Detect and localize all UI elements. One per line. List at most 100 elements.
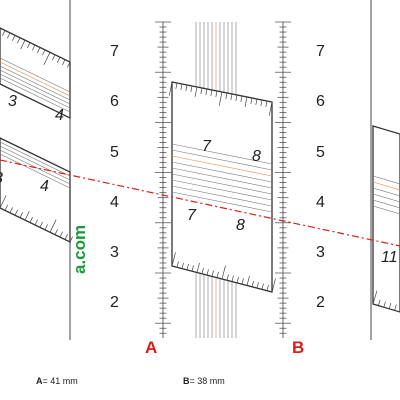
ruler-tick bbox=[24, 210, 30, 221]
ruler-tick bbox=[176, 261, 179, 268]
ruler-middle-top-ticks bbox=[168, 81, 273, 116]
ruler-tick bbox=[235, 94, 238, 101]
hatch-line bbox=[171, 155, 273, 177]
ruler-tick bbox=[244, 96, 248, 107]
ruler-middle-upper-label-8: 8 bbox=[252, 148, 261, 165]
ruler-tick bbox=[12, 35, 16, 41]
ruler-tick bbox=[194, 86, 198, 97]
scale-a-label-4: 4 bbox=[110, 194, 119, 211]
ruler-tick bbox=[175, 82, 178, 89]
measurement-b: B= 38 mm bbox=[183, 376, 225, 386]
hatch-line bbox=[0, 145, 71, 181]
ruler-tick bbox=[52, 54, 56, 61]
measurement-a: A= 41 mm bbox=[36, 376, 78, 386]
ruler-left-lower: 3 4 bbox=[0, 137, 73, 244]
ruler-tick bbox=[260, 99, 263, 106]
ruler-tick bbox=[19, 212, 23, 218]
marker-a: A bbox=[145, 338, 158, 357]
ruler-left-upper-label-4: 4 bbox=[55, 107, 64, 124]
ruler-tick bbox=[39, 221, 43, 228]
hatch-line bbox=[171, 161, 273, 183]
ruler-middle: 7 8 7 8 bbox=[168, 81, 276, 293]
ruler-tick bbox=[240, 95, 243, 102]
scale-b-label-6: 6 bbox=[316, 93, 325, 110]
reference-line bbox=[0, 159, 400, 247]
ruler-tick bbox=[226, 274, 229, 281]
ruler-tick bbox=[67, 61, 71, 68]
ruler-left-lower-ticks bbox=[0, 195, 73, 243]
ruler-tick bbox=[383, 301, 386, 308]
ruler-tick bbox=[236, 277, 239, 283]
ruler-tick bbox=[27, 42, 31, 49]
ruler-tick bbox=[0, 195, 7, 209]
ruler-tick bbox=[388, 302, 392, 309]
ruler-tick bbox=[196, 262, 200, 273]
scale-a-label-2: 2 bbox=[110, 294, 119, 311]
ruler-middle-bottom-ticks bbox=[171, 252, 276, 293]
ruler-tick bbox=[34, 219, 38, 226]
ruler-tick bbox=[9, 207, 13, 214]
ruler-tick bbox=[190, 85, 193, 92]
ruler-tick bbox=[42, 49, 46, 56]
ruler-tick bbox=[201, 267, 204, 274]
ruler-tick bbox=[200, 87, 203, 94]
hatch-line bbox=[372, 193, 400, 203]
ruler-tick bbox=[69, 236, 73, 243]
ruler-tick bbox=[210, 89, 213, 96]
watermark-text: a.com bbox=[70, 224, 89, 274]
ruler-tick bbox=[261, 283, 264, 290]
ruler-tick bbox=[62, 59, 66, 66]
ruler-middle-lower-label-7: 7 bbox=[187, 207, 197, 224]
ruler-tick bbox=[225, 92, 228, 99]
scale-a-label-7: 7 bbox=[110, 43, 119, 60]
ruler-tick bbox=[59, 231, 63, 238]
ruler-tick bbox=[14, 209, 18, 216]
hatch-line bbox=[0, 57, 71, 93]
ruler-tick bbox=[211, 270, 214, 277]
ruler-tick bbox=[241, 278, 244, 285]
hatch-line bbox=[171, 179, 273, 201]
ruler-tick bbox=[54, 229, 58, 235]
hatch-line bbox=[372, 181, 400, 191]
hatch-line bbox=[372, 199, 400, 209]
ruler-tick bbox=[20, 39, 26, 50]
hatch-line bbox=[0, 153, 71, 189]
ruler-tick bbox=[181, 262, 184, 269]
ruler-tick bbox=[205, 88, 208, 95]
ruler-tick bbox=[231, 275, 234, 282]
ruler-tick bbox=[265, 100, 268, 107]
ruler-tick bbox=[2, 30, 6, 36]
ruler-tick bbox=[4, 204, 8, 211]
vertical-scale-a bbox=[155, 21, 171, 338]
ruler-left-upper-ticks bbox=[0, 28, 71, 68]
hatch-line bbox=[171, 143, 273, 165]
ruler-right-hatch bbox=[372, 175, 400, 215]
ruler-tick bbox=[215, 90, 218, 97]
measurement-b-label: B bbox=[183, 376, 190, 386]
hatch-line bbox=[171, 173, 273, 195]
ruler-tick bbox=[43, 52, 51, 66]
ruler-left-upper: 3 4 bbox=[0, 27, 71, 124]
scale-b-label-7: 7 bbox=[316, 43, 325, 60]
scale-b-labels: 7 6 5 4 3 2 bbox=[316, 43, 325, 311]
vertical-scale-b bbox=[275, 21, 291, 338]
ruler-tick bbox=[57, 56, 61, 63]
ruler-tick bbox=[29, 217, 33, 223]
hatch-line bbox=[171, 185, 273, 207]
ruler-tick bbox=[372, 290, 378, 305]
ruler-left-upper-label-3: 3 bbox=[8, 93, 17, 110]
hatch-line bbox=[0, 77, 71, 113]
ruler-tick bbox=[378, 299, 381, 306]
hatch-line bbox=[171, 149, 273, 171]
scale-a-label-6: 6 bbox=[110, 93, 119, 110]
scale-a-labels: 7 6 5 4 3 2 bbox=[110, 43, 119, 311]
hatch-line bbox=[0, 65, 71, 101]
ruler-left-upper-hatch bbox=[0, 57, 71, 113]
ruler-tick bbox=[255, 98, 258, 105]
ruler-tick bbox=[251, 280, 254, 287]
scale-b-label-2: 2 bbox=[316, 294, 325, 311]
hatch-line bbox=[372, 187, 400, 197]
ruler-left-lower-label-3: 3 bbox=[0, 170, 3, 187]
hatch-line bbox=[372, 205, 400, 215]
hatch-line bbox=[0, 73, 71, 109]
